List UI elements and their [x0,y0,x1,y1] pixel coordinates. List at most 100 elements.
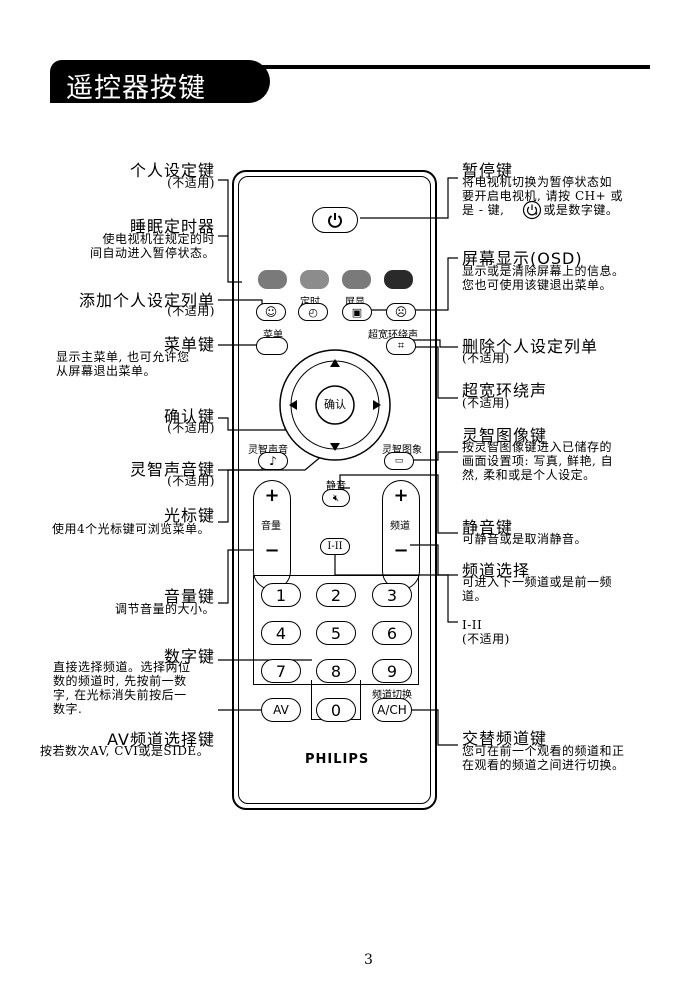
mute-button[interactable]: 🔇︎ [322,489,350,507]
annotation-text: 按若数次AV, CVI或是SIDE。 [40,744,210,758]
keypad-frame [253,575,419,685]
annotation-text: 显示或是清除屏幕上的信息。 您也可使用该键退出菜单。 [462,264,625,292]
channel-up-button[interactable]: + [393,485,409,506]
timer-label: 定时 [300,293,320,308]
remote-inner-outline [238,176,431,804]
digit-7-button[interactable]: 7 [261,659,301,683]
annotation-text: (不适用) [167,176,215,190]
mute-label: 静音 [326,481,346,492]
annotation-heading: 静音键 [462,518,514,537]
annotation-heading: 灵智图像键 [462,426,548,445]
remote-body [232,170,437,810]
annotation-heading: 删除个人设定列单 [462,337,599,356]
annotation-heading: 灵智声音键 [129,460,215,479]
annotation-text: I-II (不适用) [462,618,510,646]
channel-down-button[interactable]: − [393,540,409,561]
arrow-right-icon [373,400,381,410]
smart-picture-label: 灵智图象 [382,445,422,456]
annotation-text: 按灵智图像键进入已储存的 画面设置项: 写真, 鲜艳, 自 然, 柔和或是个人设… [462,440,614,482]
annotation-text: 调节音量的大小。 [114,602,215,616]
annotation-text: (不适用) [167,304,215,318]
ch-switch-label: 频道切换 [372,690,412,701]
annotation-heading: 确认键 [163,407,215,426]
smiley-add-icon: ☺ [264,305,278,319]
annotation-text: 将电视机切换为暂停状态如 要开启电视机, 请按 CH+ 或 是 - 键, , 或… [462,175,623,217]
annotation-text: (不适用) [462,351,510,365]
digit-1-button[interactable]: 1 [261,583,301,607]
annotation-heading: 屏幕显示(OSD) [462,249,583,268]
annotation-text: 直接选择频道。选择两位 数的频道时, 先按前一数 字, 在光标消失前按后一 数字… [53,660,191,716]
color-button-red[interactable] [258,270,287,289]
digit-3-button[interactable]: 3 [372,583,412,607]
annotation-heading: 超宽环绕声 [462,381,548,400]
color-button-blue[interactable] [384,270,413,289]
ok-button[interactable]: 确认 [324,398,346,411]
screen-label: 屏显 [345,293,365,308]
annotation-heading: 暂停键 [462,161,514,180]
volume-down-button[interactable]: − [264,540,280,561]
annotation-text: (不适用) [167,474,215,488]
surround-label: 超宽环绕声 [368,330,418,341]
arrow-up-icon [330,359,340,367]
annotation-heading: 个人设定键 [129,161,215,180]
annotation-text: (不适用) [462,396,510,410]
menu-button[interactable] [256,337,288,355]
mute-icon: 🔇︎ [332,492,340,504]
annotation-heading: 数字键 [163,647,215,666]
menu-label: 菜单 [263,330,283,341]
arrow-down-icon [330,443,340,451]
annotation-text: 使电视机在规定的时 间自动进入暂停状态。 [89,232,215,260]
smart-picture-button[interactable]: ▭ [384,452,414,470]
color-button-green[interactable] [300,270,329,289]
brand-logo: PHILIPS [305,752,370,767]
picture-icon: ▭ [394,456,404,466]
alternate-channel-button[interactable]: A/CH [372,698,412,722]
page-title: 遥控器按键 [66,73,206,104]
digit-5-button[interactable]: 5 [316,621,356,645]
digit-0-button[interactable]: 0 [316,698,356,722]
annotation-text: 显示主菜单, 也可允许您 从屏幕退出菜单。 [56,350,190,378]
annotation-text: 您可在前一个观看的频道和正 在观看的频道之间进行切换。 [462,744,625,772]
add-personal-button[interactable]: ☺ [256,303,286,321]
channel-label: 频道 [390,521,410,532]
annotation-heading: 频道选择 [462,561,531,580]
smiley-remove-icon: ☹ [394,305,408,319]
osd-icon: ▣ [351,305,363,319]
color-button-yellow[interactable] [342,270,371,289]
volume-label: 音量 [261,521,281,532]
digit-6-button[interactable]: 6 [372,621,412,645]
page-number: 3 [364,952,373,968]
clock-icon: ◴ [308,305,318,319]
title-bar [50,60,270,103]
music-note-icon: ♪ [269,454,277,468]
smart-sound-label: 灵智声音 [248,445,288,456]
digit-4-button[interactable]: 4 [261,621,301,645]
cursor-pad[interactable] [278,348,392,462]
annotation-heading: 添加个人设定列单 [78,291,215,310]
remove-personal-button[interactable]: ☹ [386,303,416,321]
annotation-heading: 菜单键 [163,335,215,354]
power-icon [328,213,342,228]
annotation-heading: 音量键 [163,587,215,606]
annotation-text: 可静音或是取消静音。 [462,532,588,546]
sleep-timer-button[interactable]: ◴ [298,303,328,321]
digit-8-button[interactable]: 8 [316,659,356,683]
annotation-heading: AV频道选择键 [107,730,215,749]
av-button[interactable]: AV [261,698,301,722]
annotation-heading: 光标键 [163,506,215,525]
annotation-text: 可进入下一频道或是前一频 道。 [462,575,613,603]
annotation-heading: 睡眠定时器 [129,217,215,236]
digit-2-button[interactable]: 2 [316,583,356,607]
annotation-text: 使用4个光标键可浏览菜单。 [52,522,211,536]
volume-up-button[interactable]: + [264,485,280,506]
arrow-left-icon [289,400,297,410]
surround-button[interactable]: ⌗ [386,337,416,355]
digit-9-button[interactable]: 9 [372,659,412,683]
power-icon [522,200,542,220]
surround-icon: ⌗ [397,339,405,352]
smart-sound-button[interactable]: ♪ [258,452,288,470]
dual-sound-button[interactable]: I-II [320,538,350,555]
osd-button[interactable]: ▣ [342,303,372,321]
power-button[interactable] [312,207,358,233]
annotation-heading: 交替频道键 [462,729,548,748]
